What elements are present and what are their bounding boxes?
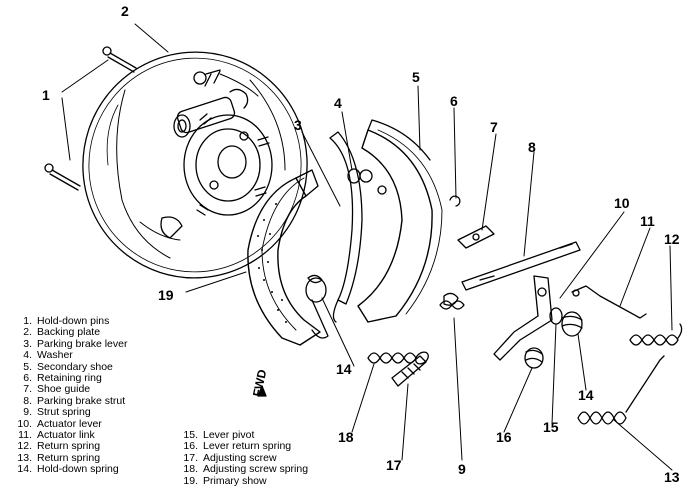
legend-item: 6.Retaining ring: [23, 372, 102, 385]
legend-item: 16.Lever return spring: [183, 440, 292, 453]
hold-down-pins: [44, 46, 137, 191]
actuator-link: [571, 285, 647, 319]
callout-labels: 1 2 3 4 5 6 7 8 9 10 11 12 13 14 14 15 1…: [42, 3, 680, 485]
legend-item: 1.Hold-down pins: [23, 315, 110, 327]
washer: [347, 168, 361, 184]
callout-3: 3: [294, 117, 302, 133]
callout-5: 5: [412, 69, 420, 85]
callout-12: 12: [664, 231, 680, 247]
retaining-ring: [449, 195, 461, 207]
callout-14-left: 14: [336, 361, 352, 377]
callout-1: 1: [42, 87, 50, 103]
actuator-lever: [493, 275, 553, 361]
legend-item: 15.Lever pivot: [183, 429, 255, 441]
backing-plate: [82, 51, 308, 279]
callout-4: 4: [334, 95, 342, 111]
lever-return-spring: [524, 347, 544, 369]
strut-spring: [439, 292, 465, 310]
parking-brake-lever: [329, 131, 363, 323]
callout-11: 11: [640, 213, 655, 229]
return-spring-13: [577, 355, 665, 425]
callout-2: 2: [121, 3, 129, 19]
adjusting-screw: [391, 351, 429, 387]
legend-item: 3.Parking brake lever: [23, 337, 128, 350]
legend-item: 14.Hold-down spring: [17, 463, 119, 476]
callout-15: 15: [543, 419, 559, 435]
shoe-guide: [457, 225, 495, 249]
legend-item: 8.Parking brake strut: [23, 394, 126, 407]
legend-item: 2.Backing plate: [23, 326, 101, 339]
parking-brake-strut: [461, 241, 581, 291]
legend-item: 12.Return spring: [17, 440, 101, 453]
callout-13: 13: [664, 469, 680, 485]
primary-shoe: [247, 169, 329, 346]
legend-item: 4.Washer: [23, 349, 73, 362]
legend-item: 13.Return spring: [17, 451, 101, 464]
hold-down-spring-left: [305, 274, 327, 303]
callout-6: 6: [450, 93, 458, 109]
legend-item: 10.Actuator lever: [17, 417, 102, 430]
legend-item: 11.Actuator link: [18, 429, 95, 442]
return-spring-12: [629, 323, 683, 346]
legend-item: 5.Secondary shoe: [23, 360, 113, 373]
legend-item: 18.Adjusting screw spring: [183, 463, 309, 476]
callout-17: 17: [386, 457, 402, 473]
callout-14-right: 14: [578, 387, 594, 403]
legend-left: 1.Hold-down pins 2.Backing plate 3.Parki…: [14, 315, 128, 476]
callout-18: 18: [338, 429, 354, 445]
legend-item: 7.Shoe guide: [23, 383, 91, 396]
callout-19: 19: [158, 287, 174, 303]
leader-lines: [61, 23, 673, 471]
legend-item: 9.Strut spring: [23, 406, 91, 419]
legend-item: 17.Adjusting screw: [183, 451, 277, 464]
fwd-arrow-icon: [257, 385, 267, 397]
adjusting-screw-spring: [367, 352, 417, 364]
callout-7: 7: [490, 119, 498, 135]
callout-9: 9: [458, 461, 466, 477]
callout-8: 8: [528, 139, 536, 155]
hold-down-spring-right: [561, 311, 583, 337]
secondary-shoe: [357, 119, 443, 323]
callout-16: 16: [496, 429, 512, 445]
legend-item: 19.Primary show: [183, 474, 267, 487]
callout-10: 10: [614, 195, 630, 211]
legend-right: 15.Lever pivot 16.Lever return spring 17…: [180, 429, 309, 487]
